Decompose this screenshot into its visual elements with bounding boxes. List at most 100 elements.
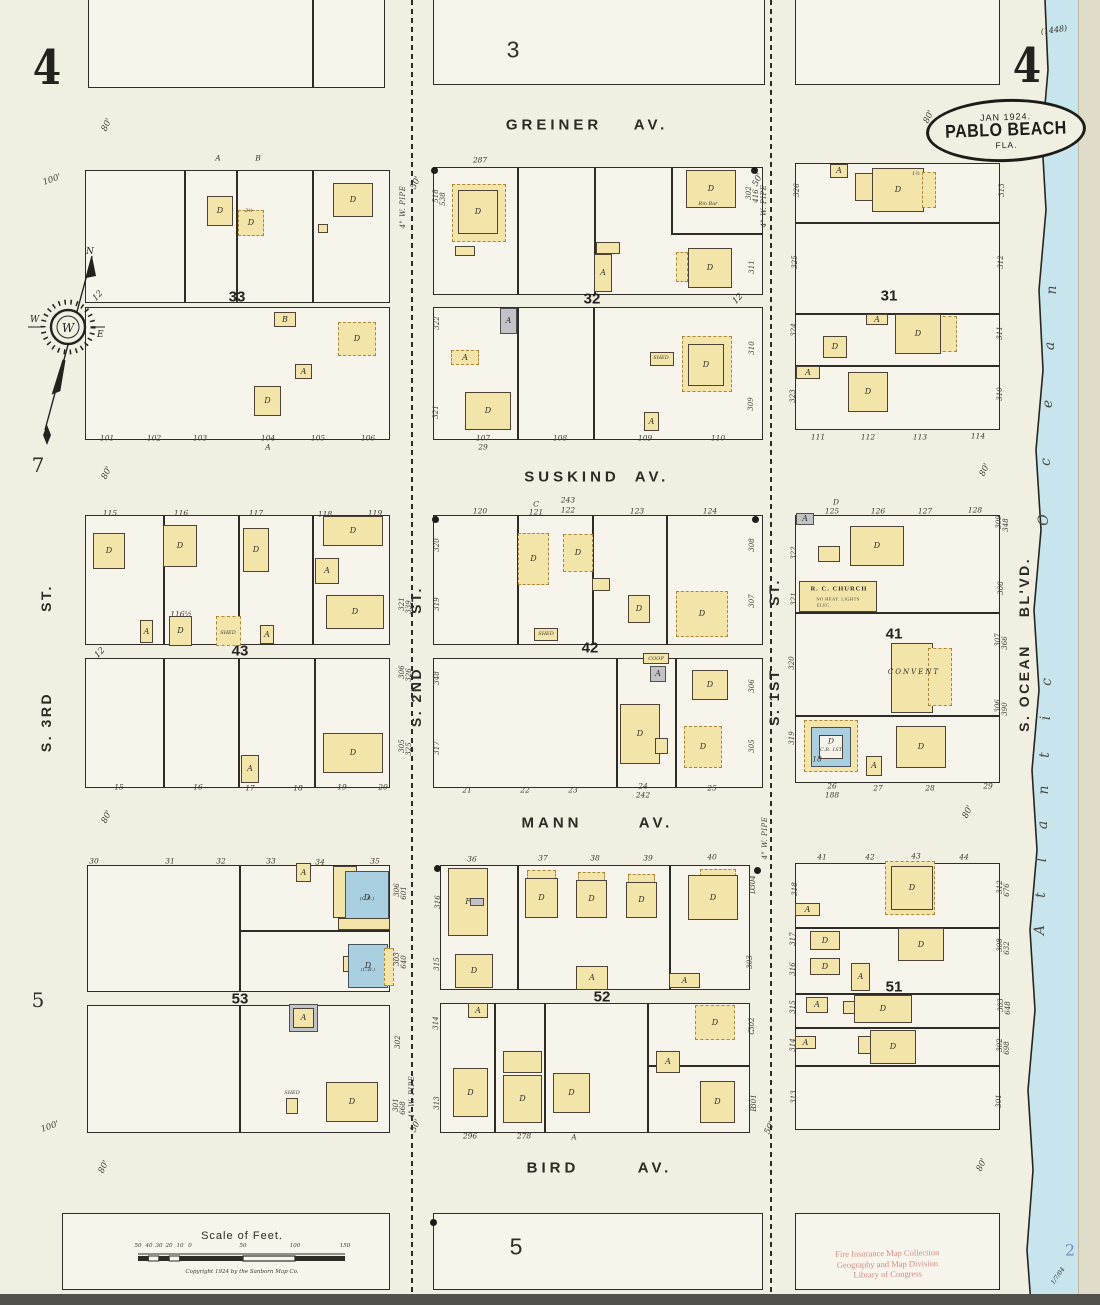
building: A [293, 1008, 314, 1028]
building-use-label: A [805, 367, 811, 377]
map-label-adj: 3 [506, 36, 520, 63]
building [596, 242, 620, 254]
lot-line [239, 930, 390, 932]
building-use-label: D [568, 1088, 575, 1097]
map-label-lotr: 321 [432, 405, 440, 419]
map-label-lotr: 390 [1001, 702, 1009, 716]
building: D [563, 534, 593, 572]
block-outline [795, 1213, 1000, 1290]
map-label-lot: C [533, 499, 539, 509]
map-label-lot: 106 [360, 433, 376, 443]
map-label-pipe: 4" W. PIPE [760, 184, 768, 228]
building-use-label: A [143, 626, 150, 636]
building: D [238, 210, 264, 236]
building-use-label: A [300, 366, 307, 376]
map-label-lot: 37 [538, 853, 548, 863]
map-label-lotr: 306 [748, 679, 756, 693]
map-label-lot: 42 [865, 852, 875, 862]
map-label-lot: 104 [260, 433, 276, 443]
map-label-big: 4 [1012, 38, 1042, 94]
map-label-lotr: 601 [400, 886, 408, 900]
building [318, 224, 328, 233]
map-label-lot: 29 [478, 442, 488, 452]
building: D [163, 525, 197, 567]
map-label-lotr: 319 [788, 731, 796, 745]
map-label-vst: BL'VD. [1016, 556, 1032, 618]
building [818, 546, 840, 562]
building: D [688, 248, 732, 288]
map-label-blk: 43 [231, 642, 249, 660]
building: D [695, 1005, 735, 1040]
building: A [796, 366, 820, 379]
scale-of-feet: Scale of Feet. Copyright 1924 by the San… [105, 1230, 360, 1282]
map-label-lot: 32 [216, 856, 226, 866]
map-label-lot: 39 [643, 853, 653, 863]
map-label-lotr: 320 [433, 538, 441, 552]
building: D [525, 878, 558, 918]
water-pipe-line [411, 0, 413, 1292]
map-label-lot: 16 [193, 782, 203, 792]
building: D [518, 533, 549, 585]
lot-line [795, 365, 1000, 367]
building [655, 738, 668, 754]
building-use-label: D [879, 1004, 887, 1013]
map-label-lotr: 311 [996, 326, 1004, 340]
map-label-lot: 114 [970, 431, 986, 441]
building: D [93, 533, 125, 569]
map-label-lot: 112 [860, 432, 876, 442]
map-label-lot: 278 [516, 1131, 532, 1141]
water-valve-dot [753, 866, 761, 874]
scale-title: Scale of Feet. [201, 1230, 283, 1242]
map-label-oc: c [1038, 458, 1054, 466]
scan-edge-bottom [0, 1294, 1100, 1305]
map-label-lot: 20 [378, 782, 388, 792]
scale-tick-label: 40 [145, 1243, 153, 1249]
lot-line [795, 1065, 1000, 1067]
copyright-line: Copyright 1924 by the Sanborn Map Co. [185, 1269, 299, 1275]
stamp-city: PABLO BEACH [944, 118, 1068, 142]
map-label-lotr: 698 [1003, 1041, 1011, 1055]
lot-line [517, 307, 519, 440]
map-label-lot: 44 [959, 852, 969, 862]
building-use-label: A [648, 416, 655, 426]
building: D [458, 190, 498, 234]
map-label-oc: a [1035, 820, 1051, 830]
map-label-adj: 5 [509, 1233, 523, 1260]
map-label-sm: SHED [538, 631, 554, 637]
building-use-label: D [894, 185, 902, 194]
building: D [870, 1030, 916, 1064]
lot-line [314, 658, 316, 788]
building-use-label: D [706, 680, 714, 689]
building: A [594, 254, 612, 292]
building-use-label: D [467, 1087, 474, 1097]
building: A [795, 903, 820, 916]
block-outline [433, 0, 765, 85]
map-label-lotr: 313 [433, 1096, 441, 1110]
map-label-lot: 17 [245, 783, 255, 793]
building-use-label: D [821, 961, 829, 971]
map-label-lot: 34 [315, 857, 325, 867]
map-label-sm: SHED [653, 355, 669, 361]
map-label-lotr: 325 [405, 742, 413, 756]
map-label-sm: Rm Bar [698, 201, 718, 207]
map-label-lot: 188 [824, 790, 840, 800]
map-label-lot: 28 [925, 783, 935, 793]
building-use-label: D [864, 387, 872, 396]
building: D [465, 392, 511, 430]
water-valve-dot [751, 515, 759, 523]
map-label-oc: e [1040, 399, 1056, 409]
building: D [700, 1081, 735, 1123]
building-use-label: F [465, 897, 471, 906]
map-label-lot: 125 [824, 506, 840, 516]
building: A [500, 308, 517, 334]
map-label-st: GREINER [505, 116, 603, 134]
lot-line [795, 715, 1000, 717]
svg-text:W: W [62, 321, 76, 335]
building: A [644, 412, 659, 431]
building-use-label: D [530, 554, 537, 563]
scale-tick-label: 10 [176, 1243, 184, 1249]
map-label-lot: 41 [817, 852, 827, 862]
map-label-lotr: 648 [1004, 1001, 1012, 1015]
building: D [338, 322, 376, 356]
building [650, 352, 674, 366]
